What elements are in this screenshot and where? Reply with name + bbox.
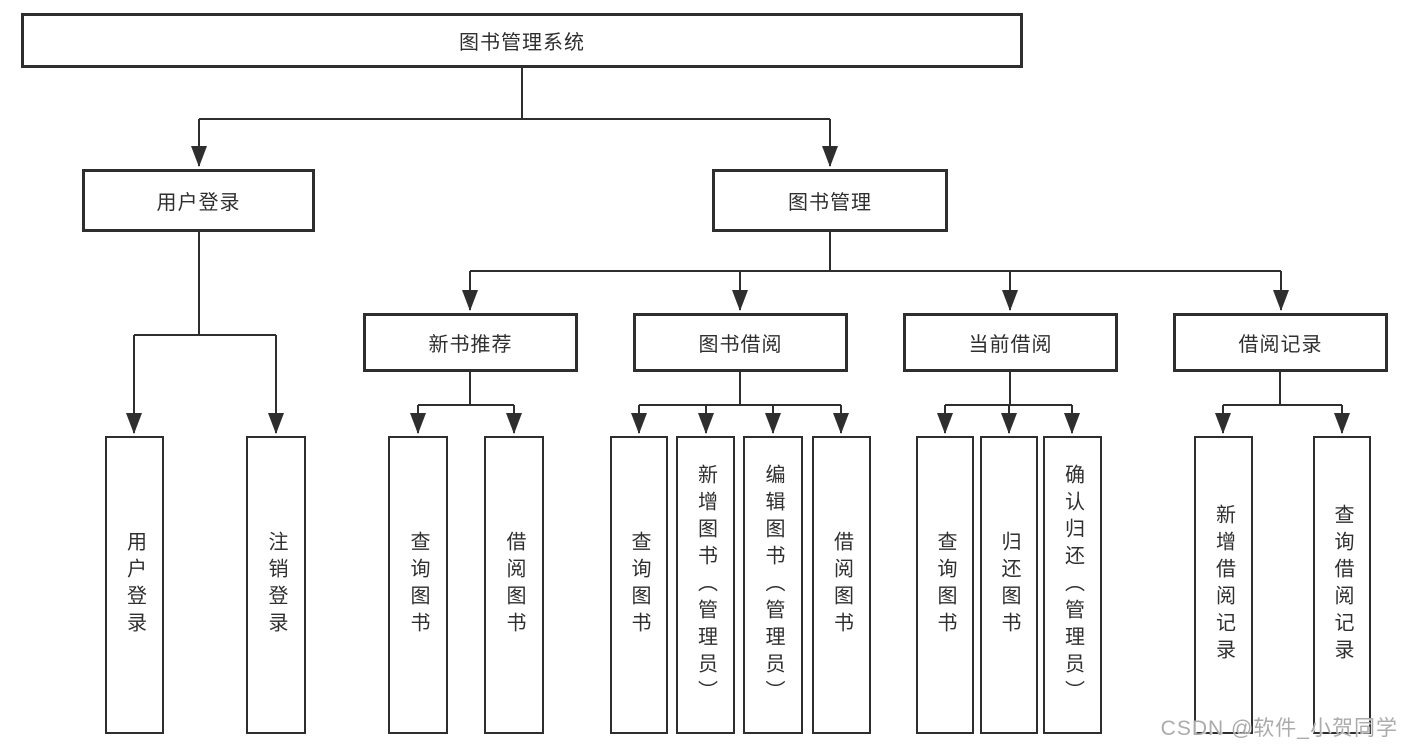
leaf-query-borrow-record: 查询借阅记录 <box>1313 436 1371 734</box>
csdn-watermark: CSDN @软件_小贺同学 <box>1160 717 1398 740</box>
node-book-borrow: 图书借阅 <box>633 313 848 372</box>
leaf-user-login: 用户登录 <box>105 436 164 734</box>
node-user-login: 用户登录 <box>82 169 315 232</box>
leaf-add-borrow-record: 新增借阅记录 <box>1194 436 1253 734</box>
leaf-logout: 注销登录 <box>246 436 306 734</box>
leaf-borrow-books: 借阅图书 <box>812 436 871 734</box>
node-root: 图书管理系统 <box>21 13 1023 68</box>
leaf-query-books-borrow: 查询图书 <box>610 436 668 734</box>
leaf-confirm-return-admin: 确认归还（管理员） <box>1043 436 1102 734</box>
leaf-edit-book-admin: 编辑图书（管理员） <box>743 436 803 734</box>
node-book-management: 图书管理 <box>712 169 948 232</box>
leaf-query-books-recommend: 查询图书 <box>388 436 448 734</box>
node-new-book-recommend: 新书推荐 <box>363 313 578 372</box>
leaf-return-books: 归还图书 <box>980 436 1038 734</box>
leaf-query-books-current: 查询图书 <box>916 436 974 734</box>
node-borrow-records: 借阅记录 <box>1173 313 1388 372</box>
leaf-borrow-books-recommend: 借阅图书 <box>484 436 544 734</box>
node-current-borrow: 当前借阅 <box>903 313 1118 372</box>
leaf-add-book-admin: 新增图书（管理员） <box>676 436 735 734</box>
